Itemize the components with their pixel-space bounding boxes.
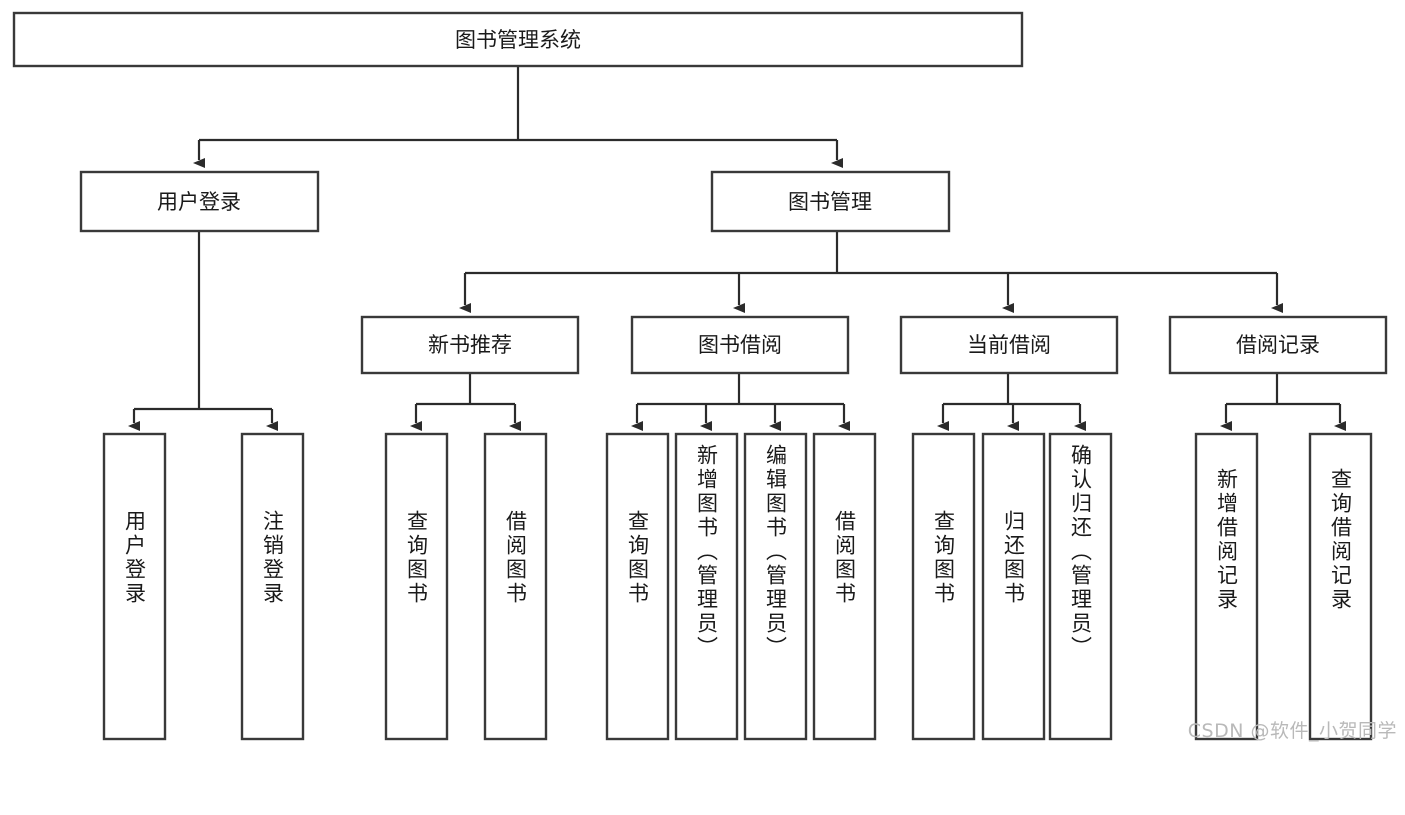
leaf-box-add-borrow-record[interactable] xyxy=(1194,432,1259,741)
node-user-login-label: 用户登录 xyxy=(157,190,241,214)
leaf-box-user-login[interactable] xyxy=(102,432,167,741)
node-book-borrow-label: 图书借阅 xyxy=(698,333,782,357)
leaf-box-edit-book-admin[interactable] xyxy=(743,432,808,741)
node-user-login[interactable]: 用户登录 xyxy=(79,170,320,233)
leaf-box-borrow-book[interactable] xyxy=(812,432,877,741)
node-root[interactable]: 图书管理系统 xyxy=(12,11,1024,68)
node-book-borrow-box xyxy=(630,315,850,375)
connectors-currentborrow-to-leaves xyxy=(937,373,1086,431)
node-book-borrow[interactable]: 图书借阅 xyxy=(630,315,850,375)
node-book-management-box xyxy=(710,170,951,233)
leaf-box-add-book-admin[interactable] xyxy=(674,432,739,741)
org-chart-diagram: 图书管理系统 用户登录 图书管理 新书推荐 图书借阅 当前借阅 借阅记录 xyxy=(12,11,1397,742)
leaf-box-confirm-return-admin[interactable] xyxy=(1048,432,1113,741)
leaf-boxes xyxy=(102,432,1373,741)
node-borrow-records-box xyxy=(1168,315,1388,375)
connectors-root-to-level1 xyxy=(193,66,843,168)
node-borrow-records[interactable]: 借阅记录 xyxy=(1168,315,1388,375)
leaf-box-query-book-borrow[interactable] xyxy=(605,432,670,741)
connectors-bookborrow-to-leaves xyxy=(631,373,850,431)
node-borrow-records-label: 借阅记录 xyxy=(1236,333,1320,357)
diagram-canvas: 图书管理系统 用户登录 图书管理 新书推荐 图书借阅 当前借阅 借阅记录 xyxy=(12,11,1388,741)
node-user-login-box xyxy=(79,170,320,233)
node-new-book-recommend-box xyxy=(360,315,580,375)
node-book-management-label: 图书管理 xyxy=(788,190,872,214)
node-current-borrow-label: 当前借阅 xyxy=(967,333,1051,357)
node-current-borrow[interactable]: 当前借阅 xyxy=(899,315,1119,375)
leaf-box-logout[interactable] xyxy=(240,432,305,741)
leaf-box-borrow-book-recommend[interactable] xyxy=(483,432,548,741)
leaf-box-return-book[interactable] xyxy=(981,432,1046,741)
node-new-book-recommend-label: 新书推荐 xyxy=(428,333,512,357)
node-new-book-recommend[interactable]: 新书推荐 xyxy=(360,315,580,375)
node-book-management[interactable]: 图书管理 xyxy=(710,170,951,233)
node-root-box xyxy=(12,11,1024,68)
leaf-box-query-book-current[interactable] xyxy=(911,432,976,741)
connectors-bookmgmt-to-level2 xyxy=(459,231,1283,313)
csdn-watermark: CSDN @软件_小贺同学 xyxy=(1187,720,1397,742)
leaf-box-query-borrow-record[interactable] xyxy=(1308,432,1373,741)
node-root-label: 图书管理系统 xyxy=(455,28,581,52)
connectors-userlogin-to-leaves xyxy=(128,231,278,431)
leaf-box-query-book-recommend[interactable] xyxy=(384,432,449,741)
node-current-borrow-box xyxy=(899,315,1119,375)
connectors-borrowrecords-to-leaves xyxy=(1220,373,1346,431)
connectors-newbook-to-leaves xyxy=(410,373,521,431)
